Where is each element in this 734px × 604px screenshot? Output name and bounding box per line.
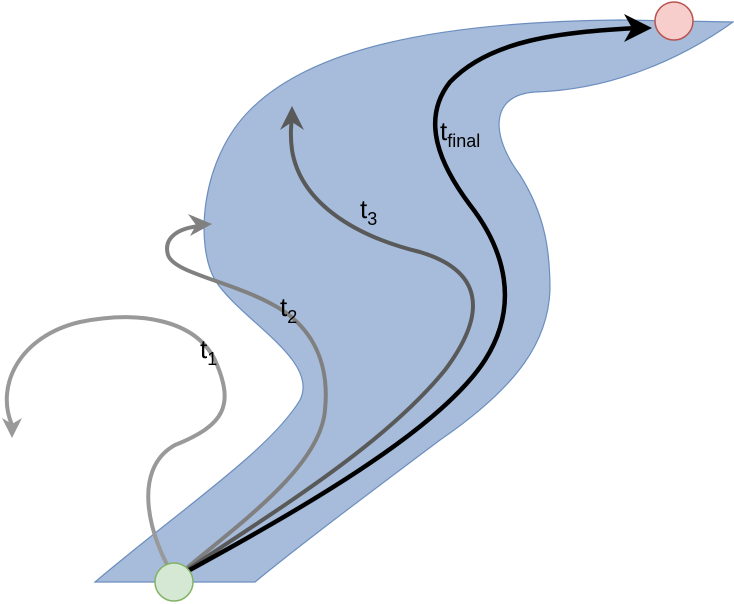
trajectory-tfinal	[172, 25, 641, 581]
trajectory-t1-arrowhead	[2, 418, 22, 438]
feasible-region	[93, 19, 734, 583]
label-tfinal: tfinal	[440, 116, 480, 151]
label-t1: t1	[200, 334, 217, 369]
trajectory-tfinal-arrowhead	[624, 14, 652, 42]
trajectory-t3	[173, 116, 475, 580]
trajectory-t2-arrowhead	[188, 214, 212, 236]
label-t2: t2	[280, 292, 297, 327]
label-t3: t3	[360, 194, 377, 229]
goal-node	[654, 1, 694, 41]
start-node	[154, 562, 194, 602]
trajectory-t2	[165, 224, 328, 580]
trajectory-t3-arrowhead	[280, 106, 304, 130]
trajectory-t1	[4, 315, 227, 580]
